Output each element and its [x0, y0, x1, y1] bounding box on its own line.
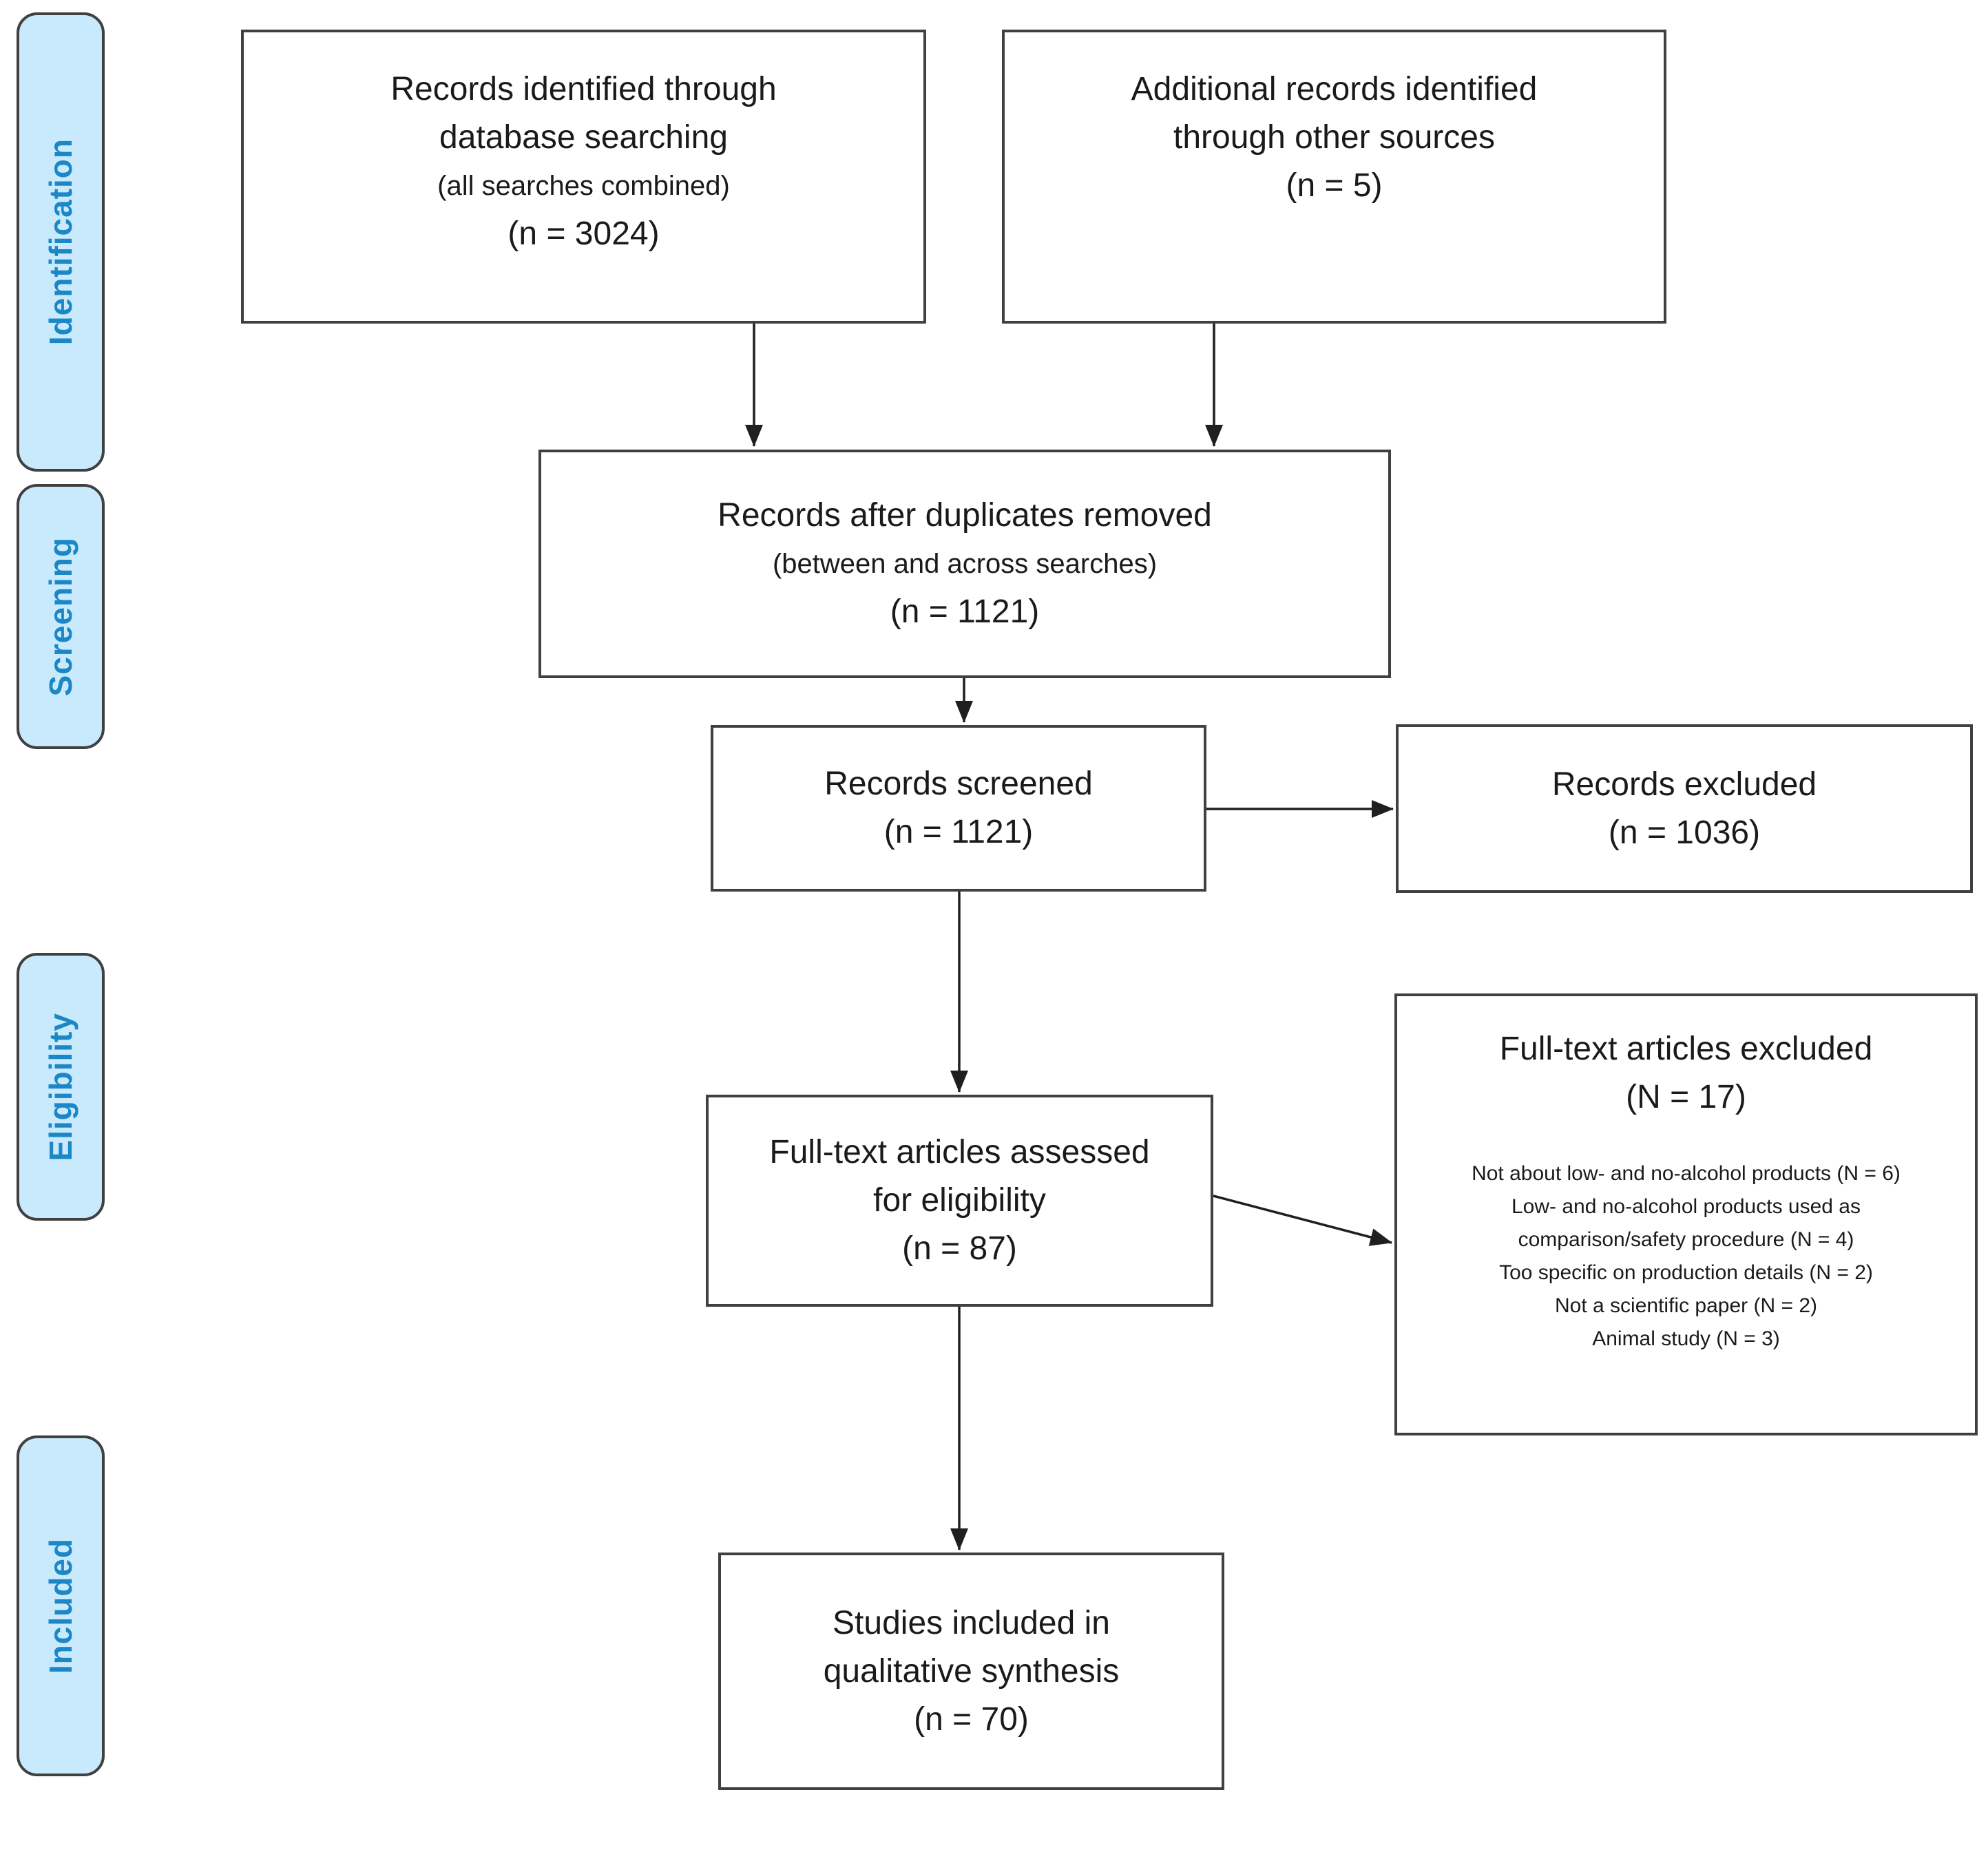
box-duplicates-removed-count: (n = 1121): [890, 593, 1040, 630]
stage-band-included: Included: [17, 1435, 105, 1776]
box-records-screened: Records screened (n = 1121): [711, 725, 1206, 892]
fulltext-exclusion-reasons: Not about low- and no-alcohol products (…: [1418, 1157, 1954, 1356]
stage-label-screening: Screening: [43, 536, 79, 697]
box-studies-included-count: (n = 70): [914, 1701, 1029, 1738]
box-additional-records-line2: through other sources: [1173, 119, 1495, 156]
stage-label-eligibility: Eligibility: [43, 1012, 79, 1161]
box-records-identified-count: (n = 3024): [508, 215, 660, 252]
box-fulltext-assessed-count: (n = 87): [902, 1230, 1017, 1267]
box-additional-records: Additional records identified through ot…: [1002, 30, 1666, 324]
stage-label-included: Included: [43, 1537, 79, 1674]
box-records-identified: Records identified through database sear…: [241, 30, 926, 324]
box-records-screened-title: Records screened: [824, 766, 1093, 802]
box-fulltext-excluded-count: (N = 17): [1626, 1079, 1746, 1115]
box-duplicates-removed-note: (between and across searches): [772, 549, 1158, 579]
exclusion-reason: Low- and no-alcohol products used as com…: [1511, 1195, 1861, 1251]
box-duplicates-removed: Records after duplicates removed (betwee…: [538, 450, 1391, 678]
box-fulltext-excluded: Full-text articles excluded (N = 17) Not…: [1394, 993, 1978, 1435]
box-records-identified-line2: database searching: [439, 119, 728, 156]
box-records-identified-line1: Records identified through: [390, 71, 777, 107]
box-records-excluded-title: Records excluded: [1551, 766, 1817, 803]
box-studies-included-line2: qualitative synthesis: [823, 1652, 1120, 1690]
box-additional-records-line1: Additional records identified: [1131, 71, 1538, 107]
exclusion-reason: Not about low- and no-alcohol products (…: [1472, 1162, 1901, 1185]
box-records-excluded-count: (n = 1036): [1608, 814, 1761, 851]
box-additional-records-count: (n = 5): [1286, 167, 1383, 204]
stage-label-identification: Identification: [43, 138, 79, 346]
exclusion-reason: Too specific on production details (N = …: [1499, 1261, 1873, 1284]
box-fulltext-assessed-line2: for eligibility: [873, 1182, 1046, 1219]
stage-band-eligibility: Eligibility: [17, 953, 105, 1221]
box-records-excluded: Records excluded (n = 1036): [1396, 724, 1973, 893]
exclusion-reason: Not a scientific paper (N = 2): [1555, 1294, 1817, 1317]
arrow-fulltext-to-fulltext-excluded: [1213, 1195, 1392, 1246]
box-fulltext-excluded-title: Full-text articles excluded: [1499, 1031, 1873, 1067]
box-studies-included: Studies included in qualitative synthesi…: [718, 1553, 1224, 1790]
stage-band-identification: Identification: [17, 12, 105, 472]
box-fulltext-assessed-line1: Full-text articles assessed: [769, 1134, 1150, 1170]
box-records-screened-count: (n = 1121): [883, 814, 1034, 850]
box-duplicates-removed-title: Records after duplicates removed: [718, 497, 1212, 534]
box-records-identified-note: (all searches combined): [437, 171, 730, 201]
box-fulltext-assessed: Full-text articles assessed for eligibil…: [706, 1095, 1213, 1307]
stage-band-screening: Screening: [17, 484, 105, 749]
box-studies-included-line1: Studies included in: [833, 1604, 1110, 1641]
exclusion-reason: Animal study (N = 3): [1592, 1327, 1780, 1350]
